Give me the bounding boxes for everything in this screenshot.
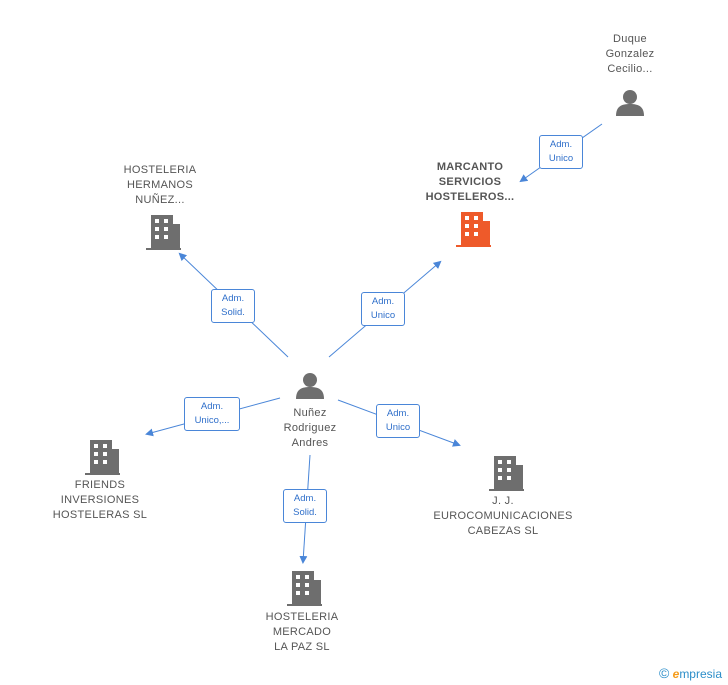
edge-label-nunez-hermanos: Adm. Solid. [211, 289, 255, 323]
brand-name: mpresia [679, 667, 722, 681]
edge-label-nunez-mercado: Adm. Solid. [283, 489, 327, 523]
nunez-label[interactable]: Nuñez Rodriguez Andres [283, 407, 337, 449]
hosteleria-hermanos-label[interactable]: HOSTELERIA HERMANOS NUÑEZ... [123, 164, 197, 206]
brand-initial: e [672, 667, 680, 681]
empresia-logo: © empresia [659, 665, 722, 681]
hosteleria-hermanos-building-icon[interactable] [146, 215, 181, 250]
marcanto-label[interactable]: MARCANTO SERVICIOS HOSTELEROS... [425, 161, 515, 203]
mercado-building-icon[interactable] [287, 571, 322, 606]
marcanto-building-icon[interactable] [456, 212, 491, 247]
jj-label[interactable]: J. J. EUROCOMUNICACIONES CABEZAS SL [433, 495, 573, 537]
edge-label-nunez-friends: Adm. Unico,... [184, 397, 240, 431]
duque-person-icon[interactable] [616, 90, 644, 116]
edge-label-nunez-jj: Adm. Unico [376, 404, 420, 438]
jj-building-icon[interactable] [489, 456, 524, 491]
friends-label[interactable]: FRIENDS INVERSIONES HOSTELERAS SL [52, 479, 148, 521]
edge-label-duque-marcanto: Adm. Unico [539, 135, 583, 169]
duque-label[interactable]: Duque Gonzalez Cecilio... [605, 33, 655, 75]
nunez-person-icon[interactable] [296, 373, 324, 399]
edge-label-nunez-marcanto: Adm. Unico [361, 292, 405, 326]
mercado-label[interactable]: HOSTELERIA MERCADO LA PAZ SL [265, 611, 339, 653]
copyright-symbol: © [658, 665, 670, 681]
friends-building-icon[interactable] [85, 440, 120, 475]
